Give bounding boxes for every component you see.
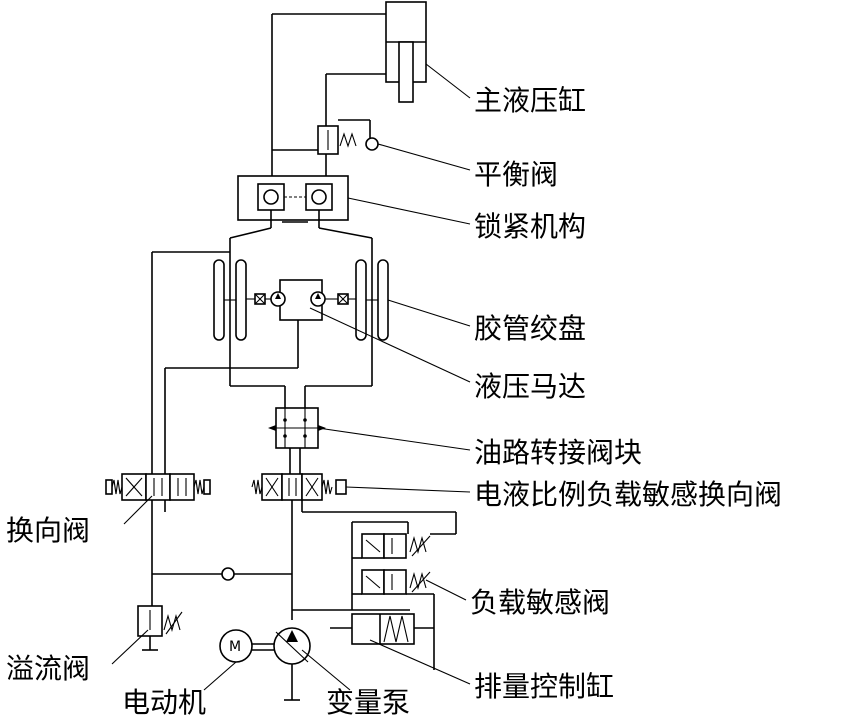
label-balance-valve: 平衡阀 [474,158,558,191]
directional-valve [105,251,299,574]
label-hose-reel: 胶管绞盘 [474,312,586,345]
label-relief-valve: 溢流阀 [6,652,90,685]
hose-reel-assembly [213,227,389,408]
label-oil-adapter-block: 油路转接阀块 [474,436,642,469]
leader-lines [111,63,471,691]
label-variable-pump: 变量泵 [326,686,410,719]
label-lock-mechanism: 锁紧机构 [474,210,586,243]
component-labels: 主液压缸 平衡阀 锁紧机构 胶管绞盘 液压马达 油路转接阀块 电液比例负载敏感换… [6,84,782,719]
variable-pump [273,609,410,701]
lock-mechanism [237,175,349,228]
balance-valve [272,119,379,180]
main-hydraulic-cylinder [271,1,427,190]
hydraulic-motor [265,279,338,321]
electric-motor: M [219,629,274,663]
proportional-load-sensing-valve [251,473,457,620]
oil-adapter-block [268,407,326,474]
displacement-control-cylinder [330,613,434,645]
label-directional-valve: 换向阀 [6,514,90,547]
label-electric-motor: 电动机 [122,686,206,719]
motor-letter: M [229,639,241,655]
relief-valve [137,605,183,651]
label-hydraulic-motor: 液压马达 [474,370,586,403]
label-main-cylinder: 主液压缸 [474,84,586,117]
load-sensing-valve [351,521,456,670]
check-valve [151,567,292,606]
label-displacement-cylinder: 排量控制缸 [474,670,614,703]
label-load-sensing-valve: 负载敏感阀 [470,586,610,619]
label-proportional-valve: 电液比例负载敏感换向阀 [474,478,782,511]
